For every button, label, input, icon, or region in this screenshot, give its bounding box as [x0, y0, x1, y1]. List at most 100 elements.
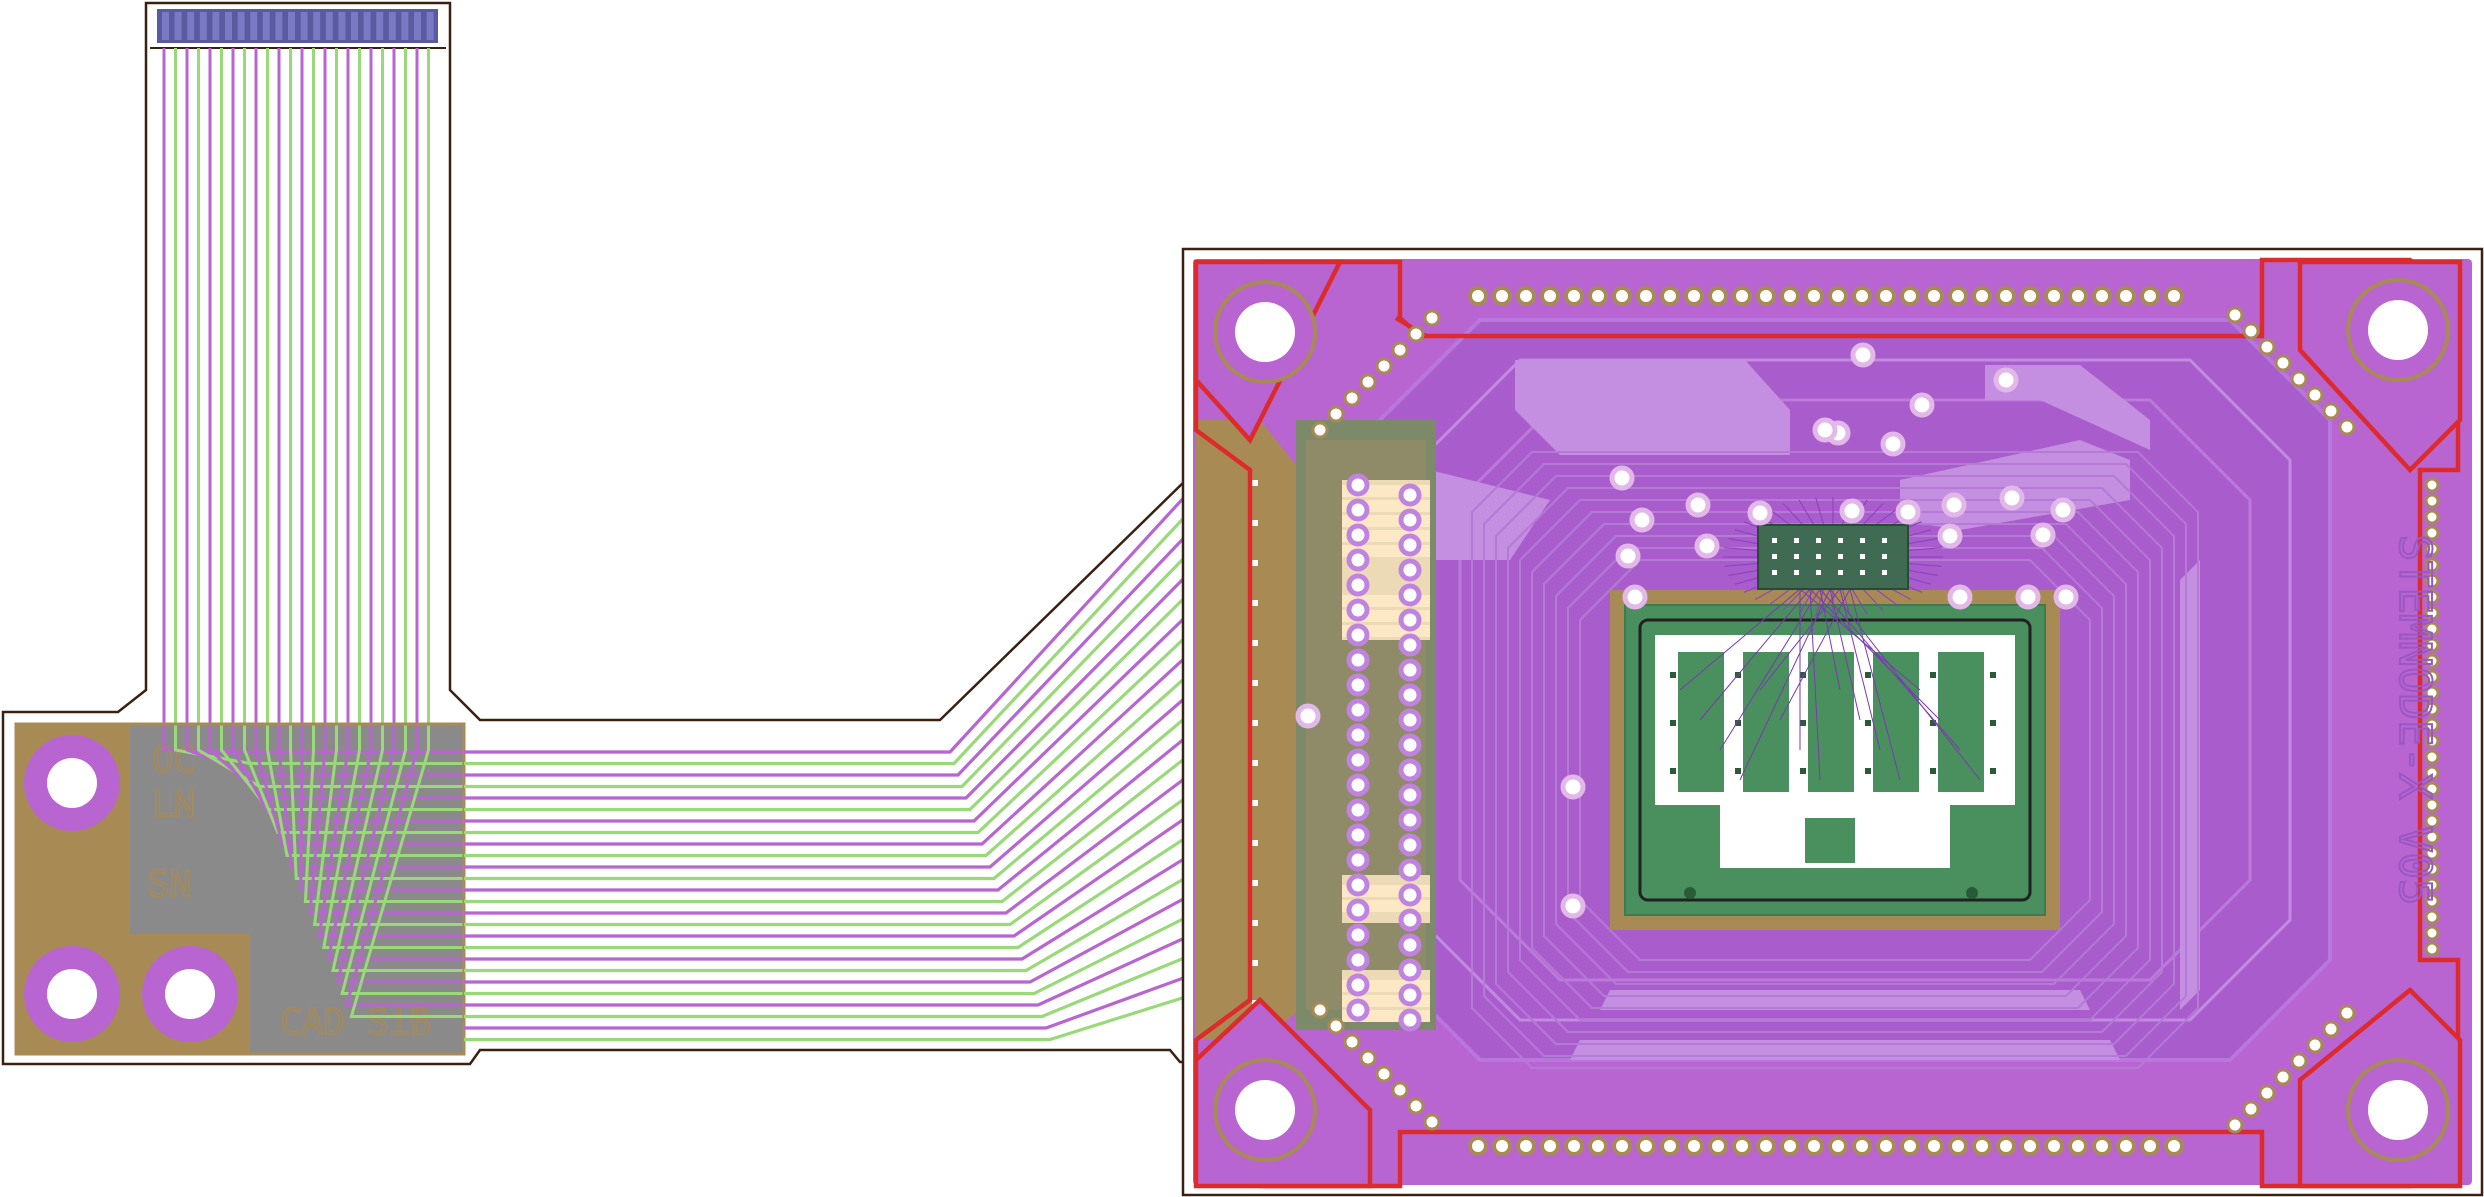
silk-label-oc: OC	[152, 740, 195, 781]
sensor-contact	[1865, 672, 1871, 678]
flex-pin	[313, 12, 321, 40]
top-edge-pad	[1468, 286, 1488, 306]
bottom-edge-pad	[1780, 1136, 1800, 1156]
plane-highlight-1	[1515, 360, 1790, 455]
edge-test-point	[1252, 720, 1258, 726]
top-edge-pad	[1684, 286, 1704, 306]
via	[2015, 584, 2041, 610]
bga-signal-trace	[1819, 588, 1961, 751]
corner-pad	[2322, 402, 2340, 420]
flex-pin	[338, 12, 346, 40]
via	[1560, 774, 1586, 800]
connector-via	[1346, 848, 1370, 872]
flex-pin	[300, 12, 308, 40]
bga-ball	[1772, 554, 1777, 559]
right-edge-pad	[2424, 749, 2440, 765]
via	[1560, 893, 1586, 919]
silk-label-cad: CAD SiB	[280, 1002, 432, 1043]
flex-diagonal-trace	[174, 724, 470, 765]
corner-pad	[1407, 325, 1425, 343]
bottom-edge-pad	[1948, 1136, 1968, 1156]
flex-diagonal-traces	[162, 724, 470, 1018]
top-edge-pad	[1588, 286, 1608, 306]
bga-ball	[1838, 570, 1843, 575]
connector-via	[1398, 508, 1422, 532]
connector-via	[1346, 473, 1370, 497]
bottom-edge-pad	[1540, 1136, 1560, 1156]
corner-pad	[2306, 386, 2324, 404]
right-edge-pad	[2424, 797, 2440, 813]
top-edge-pad	[2068, 286, 2088, 306]
connector-via	[1398, 683, 1422, 707]
bottom-edge-pad	[2164, 1136, 2184, 1156]
bottom-edge-pad	[1756, 1136, 1776, 1156]
flex-diagonal-trace	[322, 724, 470, 949]
connector-via	[1398, 858, 1422, 882]
flex-diagonal-trace	[254, 724, 470, 846]
corner-pad	[2226, 1116, 2244, 1134]
bottom-edge-pad	[1804, 1136, 1824, 1156]
connector-via	[1398, 958, 1422, 982]
edge-test-point	[1252, 840, 1258, 846]
via	[2053, 584, 2079, 610]
flex-pin	[426, 12, 434, 40]
via	[1947, 584, 1973, 610]
edge-test-point	[1252, 680, 1258, 686]
top-edge-pad	[2164, 286, 2184, 306]
corner-pad	[2274, 1068, 2292, 1086]
connector-via	[1346, 648, 1370, 672]
via	[1941, 492, 1967, 518]
flex-pin	[363, 12, 371, 40]
bga-ball	[1838, 538, 1843, 543]
flex-pin	[288, 12, 295, 40]
bga-signal-trace	[1699, 588, 1811, 721]
routing-ring	[1567, 547, 2103, 973]
connector-via	[1398, 633, 1422, 657]
connector-via	[1398, 608, 1422, 632]
bottom-edge-pad	[1828, 1136, 1848, 1156]
sensor-contact	[1800, 672, 1806, 678]
routing-ring	[1543, 523, 2127, 997]
via	[1685, 492, 1711, 518]
right-edge-pad	[2424, 557, 2440, 573]
flex-diagonal-trace	[340, 724, 470, 995]
right-edge-pad	[2424, 893, 2440, 909]
corner-pad	[2306, 1036, 2324, 1054]
connector-via	[1398, 783, 1422, 807]
edge-test-point	[1252, 760, 1258, 766]
routing-ring	[1579, 559, 2091, 961]
corner-pad	[1327, 405, 1345, 423]
edge-test-point	[1252, 880, 1258, 886]
top-edge-pad	[1924, 286, 1944, 306]
flex-pin	[325, 12, 333, 40]
connector-via	[1346, 723, 1370, 747]
connector-via	[1346, 823, 1370, 847]
connector-via	[1346, 498, 1370, 522]
sensor-routing-traces	[1471, 451, 2199, 1069]
bga-ball	[1860, 538, 1865, 543]
bottom-edge-pad	[1636, 1136, 1656, 1156]
corner-pad	[2290, 1052, 2308, 1070]
flex-diagonal-trace	[349, 724, 470, 1018]
flex-pin	[162, 12, 169, 40]
edge-test-point	[1252, 600, 1258, 606]
via	[1295, 703, 1321, 729]
connector-via	[1346, 773, 1370, 797]
connector-via	[1398, 583, 1422, 607]
corner-pad	[1391, 341, 1409, 359]
connector-via	[1346, 873, 1370, 897]
bga-signal-trace	[1809, 588, 1941, 721]
flex-tail-connector	[157, 9, 438, 43]
top-edge-pad	[1972, 286, 1992, 306]
bottom-edge-pad	[2068, 1136, 2088, 1156]
sensor-contact	[1865, 768, 1871, 774]
bga-ball	[1772, 538, 1777, 543]
sensor-contact	[1990, 768, 1996, 774]
bottom-edge-pad	[1468, 1136, 1488, 1156]
flex-diagonal-trace	[326, 724, 470, 961]
sensor-contact	[1800, 768, 1806, 774]
corner-pad	[1343, 1033, 1361, 1051]
bga-signal-trace	[1679, 588, 1801, 691]
right-edge-pad	[2424, 845, 2440, 861]
top-edge-pad	[1732, 286, 1752, 306]
